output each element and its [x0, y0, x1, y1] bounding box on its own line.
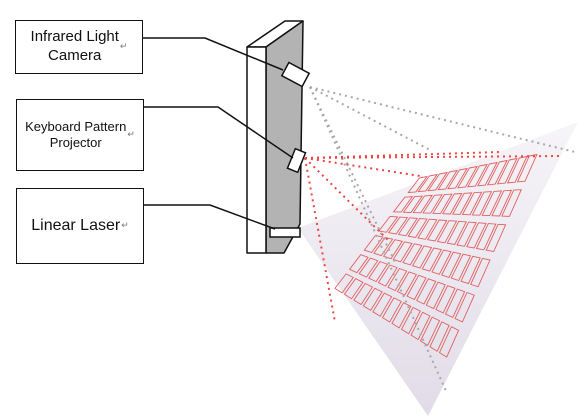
keyboard-key — [450, 253, 472, 282]
keyboard-key — [421, 247, 442, 272]
keyboard-key — [431, 249, 452, 275]
keyboard-key — [437, 169, 458, 191]
keyboard-key — [470, 257, 491, 288]
keyboard-key — [392, 241, 413, 263]
keyboard-key — [410, 311, 431, 341]
keyboard-key — [432, 193, 453, 215]
keyboard-key — [419, 316, 441, 347]
keyboard-key — [353, 282, 374, 306]
keyboard-key — [457, 165, 478, 189]
keyboard-key — [396, 271, 418, 296]
cropped-header-text — [2, 0, 142, 6]
paragraph-mark-icon: ↵ — [119, 41, 128, 52]
keyboard-key — [407, 218, 428, 238]
keyboard-key — [416, 278, 437, 305]
keyboard-key — [442, 192, 463, 215]
keyboard-key — [387, 267, 408, 292]
keyboard-key — [477, 161, 498, 187]
keyboard-key — [343, 278, 364, 300]
keyboard-key — [485, 223, 507, 253]
projector-callout-line — [144, 106, 294, 159]
keyboard-key — [436, 220, 458, 244]
keyboard-key — [422, 194, 443, 214]
keyboard-key — [362, 287, 383, 312]
keyboard-key — [411, 245, 433, 269]
keyboard-key — [348, 254, 369, 274]
paragraph-mark-icon: ↵ — [121, 220, 129, 231]
keyboard-key — [407, 175, 429, 194]
keyboard-key — [381, 297, 402, 323]
device-body — [246, 20, 304, 254]
infrared-camera-label-box: Infrared Light Camera↵ — [15, 20, 143, 74]
infrared-camera-label: Infrared Light Camera — [30, 28, 119, 64]
callout-lines — [143, 37, 294, 230]
keyboard-key — [466, 222, 487, 249]
laser-callout-line — [144, 204, 276, 230]
keyboard-key — [392, 196, 414, 213]
keyboard-key — [506, 155, 528, 184]
keyboard-key — [516, 153, 538, 183]
laser-fan — [298, 122, 578, 416]
keyboard-key — [446, 220, 468, 246]
keyboard-key — [402, 243, 423, 266]
projector-component — [286, 147, 307, 174]
keyboard-key — [466, 163, 488, 188]
keyboard-key — [496, 157, 518, 185]
keyboard-key — [368, 261, 389, 283]
keyboard-key — [501, 189, 523, 217]
keyboard-projector-label-box: Keyboard Pattern Projector↵ — [16, 99, 144, 171]
keyboard-key — [406, 274, 427, 301]
keyboard-key — [378, 215, 399, 233]
keyboard-key — [402, 195, 424, 213]
keyboard-key — [460, 255, 481, 285]
keyboard-key — [471, 191, 493, 216]
keyboard-key — [454, 291, 475, 323]
keyboard-key — [425, 281, 446, 310]
laser-component — [269, 227, 301, 238]
keyboard-key — [438, 326, 460, 358]
linear-laser-label-box: Linear Laser↵ — [16, 188, 144, 264]
linear-laser-label: Linear Laser — [31, 217, 121, 234]
keyboard-key — [400, 306, 421, 335]
keyboard-key — [363, 234, 384, 254]
keyboard-key — [481, 190, 503, 217]
keyboard-key — [475, 223, 497, 251]
keyboard-key — [387, 216, 409, 235]
keyboard-key — [417, 218, 438, 240]
keyboard-key — [491, 189, 513, 217]
keyboard-key — [427, 171, 448, 192]
keyboard-key — [412, 194, 433, 214]
camera-component — [280, 61, 311, 88]
keyboard-key — [429, 321, 450, 352]
keyboard-key — [461, 191, 483, 216]
keyboard-key — [358, 257, 379, 278]
keyboard-key — [441, 251, 462, 278]
paragraph-mark-icon: ↵ — [127, 129, 135, 140]
device-front — [246, 46, 267, 254]
projected-keyboard — [334, 153, 538, 358]
keyboard-key — [435, 285, 456, 314]
keyboard-key — [334, 273, 354, 294]
keyboard-key — [444, 288, 466, 318]
keyboard-key — [486, 159, 508, 186]
camera-callout-line — [143, 37, 284, 71]
device-side — [265, 20, 304, 254]
keyboard-key — [377, 264, 398, 287]
keyboard-key — [417, 173, 438, 193]
keyboard-key — [373, 237, 394, 257]
keyboard-key — [447, 167, 468, 190]
keyboard-key — [372, 292, 393, 317]
keyboard-projector-label: Keyboard Pattern Projector — [25, 118, 127, 150]
camera-beam — [309, 86, 576, 392]
keyboard-key — [451, 192, 473, 215]
keyboard-key — [382, 239, 404, 260]
keyboard-key — [456, 221, 477, 247]
projector-beam — [304, 151, 561, 323]
keyboard-key — [391, 302, 412, 329]
keyboard-key — [397, 217, 418, 237]
keyboard-key — [426, 219, 448, 242]
